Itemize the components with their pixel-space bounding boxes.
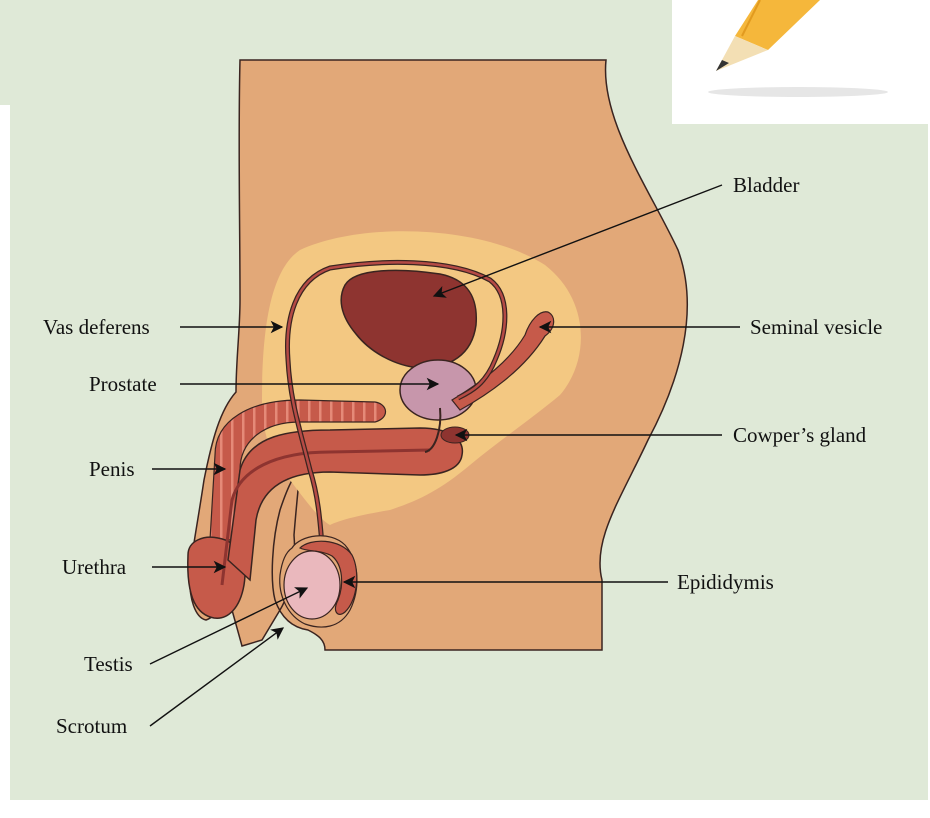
label-urethra: Urethra	[62, 555, 127, 579]
pencil-icon	[672, 0, 930, 124]
prostate-organ	[399, 359, 477, 421]
top-left-strip	[0, 0, 20, 105]
pointer-bladder	[432, 184, 723, 298]
penis-erectile-body	[227, 427, 464, 582]
label-epididymis: Epididymis	[677, 570, 774, 594]
label-prostate: Prostate	[89, 372, 157, 396]
label-testis: Testis	[84, 652, 133, 676]
vas-deferens-tube-inner	[286, 261, 507, 546]
pointer-testis	[149, 587, 309, 665]
label-bladder: Bladder	[733, 173, 799, 197]
label-scrotum: Scrotum	[56, 714, 127, 738]
ejaculatory-duct	[424, 407, 442, 453]
label-seminal-vesicle: Seminal vesicle	[750, 315, 882, 339]
label-vas-deferens: Vas deferens	[43, 315, 150, 339]
white-bottom-strip	[0, 800, 930, 818]
testis-organ	[283, 550, 341, 620]
label-penis: Penis	[89, 457, 135, 481]
penis-spongy-tissue	[209, 399, 387, 541]
epididymis-organ	[298, 540, 358, 615]
pointer-lines	[149, 184, 740, 727]
pointer-scrotum	[149, 627, 285, 727]
urethra-tube	[220, 448, 431, 586]
label-cowpers-gland: Cowper’s gland	[733, 423, 867, 447]
